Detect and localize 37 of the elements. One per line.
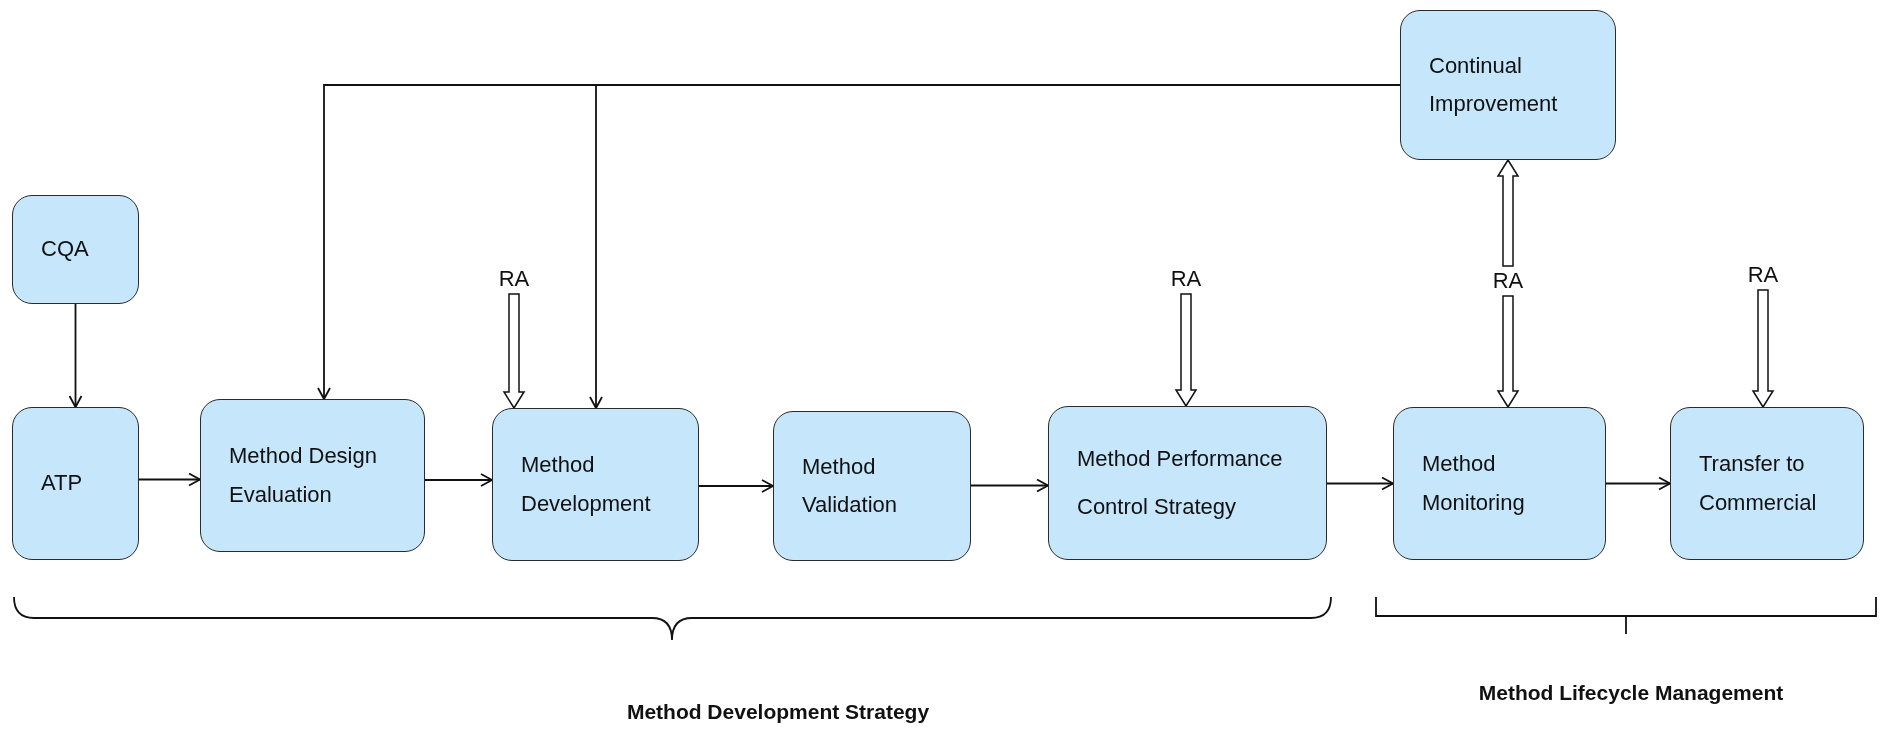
- node-text: ATP: [41, 469, 83, 498]
- arrow: [1605, 476, 1671, 491]
- arrow: [68, 303, 83, 408]
- process-box: [1400, 10, 1616, 160]
- process-box: [1048, 406, 1327, 560]
- arrow: [1326, 476, 1394, 491]
- node-text: Method Development: [521, 451, 652, 518]
- arrow: [698, 479, 774, 493]
- risk-assessment-label: RA: [1492, 266, 1524, 295]
- risk-assessment-label: RA: [1170, 264, 1202, 293]
- node-text: Transfer to Commercial: [1699, 450, 1818, 517]
- node-text: Method Validation: [802, 452, 898, 519]
- node-text: Method Design Evaluation: [229, 442, 378, 509]
- process-box: [12, 195, 139, 304]
- process-box: [1670, 407, 1864, 560]
- risk-assessment-label: RA: [1747, 260, 1779, 289]
- arrow: [138, 472, 201, 487]
- process-box: [1393, 407, 1606, 560]
- node-text: Method Monitoring: [1422, 450, 1526, 517]
- hollow-arrow: [1751, 289, 1775, 409]
- group-label: Method Lifecycle Management: [1478, 681, 1784, 705]
- arrow: [424, 473, 493, 487]
- hollow-arrow: [1496, 295, 1520, 409]
- hollow-arrow: [502, 293, 526, 410]
- node-text: Control Strategy: [1077, 493, 1236, 521]
- process-box: [12, 407, 139, 560]
- process-box: [773, 411, 971, 561]
- hollow-arrow: [1496, 158, 1520, 267]
- node-text: Method Performance: [1077, 444, 1283, 473]
- node-text: Continual Improvement: [1429, 51, 1559, 118]
- arrow: [970, 478, 1049, 493]
- risk-assessment-label: RA: [498, 264, 530, 293]
- hollow-arrow: [1174, 293, 1198, 408]
- process-box: [492, 408, 699, 561]
- node-text: CQA: [41, 235, 89, 264]
- process-box: [200, 399, 425, 552]
- group-label: Method Development Strategy: [626, 700, 930, 724]
